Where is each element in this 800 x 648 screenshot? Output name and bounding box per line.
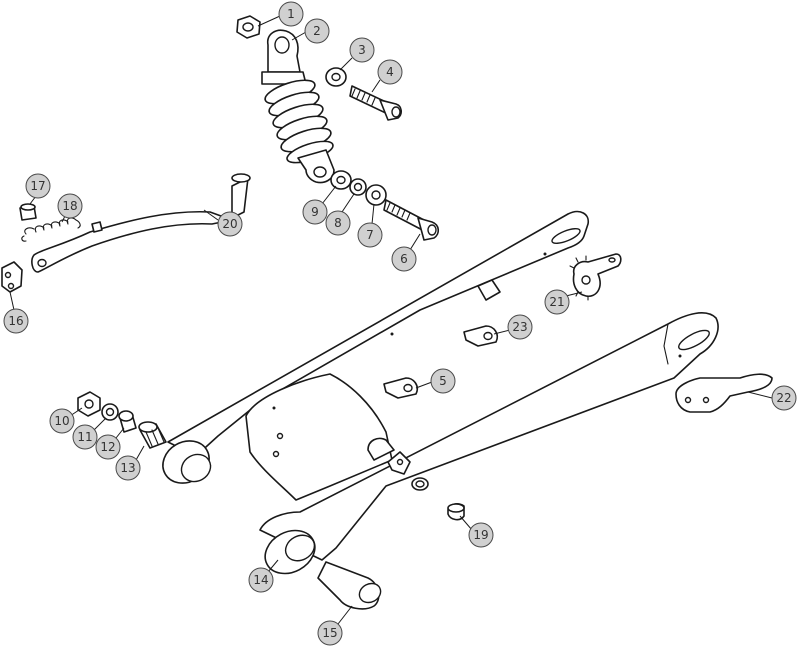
callout-label: 10	[54, 414, 69, 428]
callout-22: 22	[771, 385, 797, 411]
brake-bushing	[19, 203, 37, 221]
callout-label: 1	[287, 7, 295, 21]
shock-lower-washers	[330, 170, 387, 206]
callout-19: 19	[468, 522, 494, 548]
callout-15: 15	[317, 620, 343, 646]
callout-label: 16	[8, 314, 23, 328]
shock-washer-top	[325, 67, 347, 87]
callout-label: 6	[400, 252, 408, 266]
callout-label: 12	[100, 440, 115, 454]
pivot-spacer	[118, 410, 137, 433]
shock-absorber	[261, 29, 335, 184]
brake-return-spring	[21, 217, 81, 242]
callout-label: 19	[473, 528, 488, 542]
callout-16: 16	[3, 308, 29, 334]
brake-rod	[31, 173, 251, 273]
callout-label: 11	[77, 430, 92, 444]
cable-clip-5	[383, 377, 419, 399]
callout-13: 13	[115, 455, 141, 481]
leader-lines	[9, 15, 773, 625]
callout-label: 7	[366, 228, 374, 242]
chain-adjuster	[569, 253, 622, 301]
callout-4: 4	[377, 59, 403, 85]
callout-label: 3	[358, 43, 366, 57]
callout-12: 12	[95, 434, 121, 460]
shock-top-nut	[236, 15, 261, 39]
callout-3: 3	[349, 37, 375, 63]
pivot-nut	[77, 391, 101, 417]
callout-label: 20	[222, 217, 237, 231]
callout-label: 2	[313, 24, 321, 38]
brake-pivot-block	[1, 261, 23, 293]
chain-guide-plate	[675, 373, 773, 413]
callout-label: 17	[30, 179, 45, 193]
callout-23: 23	[507, 314, 533, 340]
callout-label: 8	[334, 216, 342, 230]
callout-1: 1	[278, 1, 304, 27]
callout-14: 14	[248, 567, 274, 593]
callout-label: 13	[120, 461, 135, 475]
shock-lower-bolt	[383, 199, 440, 241]
callout-8: 8	[325, 210, 351, 236]
cable-clip-23	[463, 325, 499, 347]
shock-top-bolt	[349, 85, 402, 121]
callout-5: 5	[430, 368, 456, 394]
pivot-bearing	[138, 421, 167, 449]
callout-10: 10	[49, 408, 75, 434]
callout-7: 7	[357, 222, 383, 248]
rubber-plug	[447, 503, 465, 521]
callout-label: 22	[776, 391, 791, 405]
callout-11: 11	[72, 424, 98, 450]
callout-label: 14	[253, 573, 268, 587]
swingarm	[162, 210, 719, 610]
callout-label: 4	[386, 65, 394, 79]
callout-2: 2	[304, 18, 330, 44]
callout-21: 21	[544, 289, 570, 315]
callout-6: 6	[391, 246, 417, 272]
callout-20: 20	[217, 211, 243, 237]
callout-label: 9	[311, 205, 319, 219]
callout-label: 5	[439, 374, 447, 388]
callout-label: 23	[512, 320, 527, 334]
callout-18: 18	[57, 193, 83, 219]
pivot-washer	[101, 403, 119, 421]
callout-label: 21	[549, 295, 564, 309]
callout-9: 9	[302, 199, 328, 225]
callout-label: 15	[322, 626, 337, 640]
callout-17: 17	[25, 173, 51, 199]
callout-label: 18	[62, 199, 77, 213]
